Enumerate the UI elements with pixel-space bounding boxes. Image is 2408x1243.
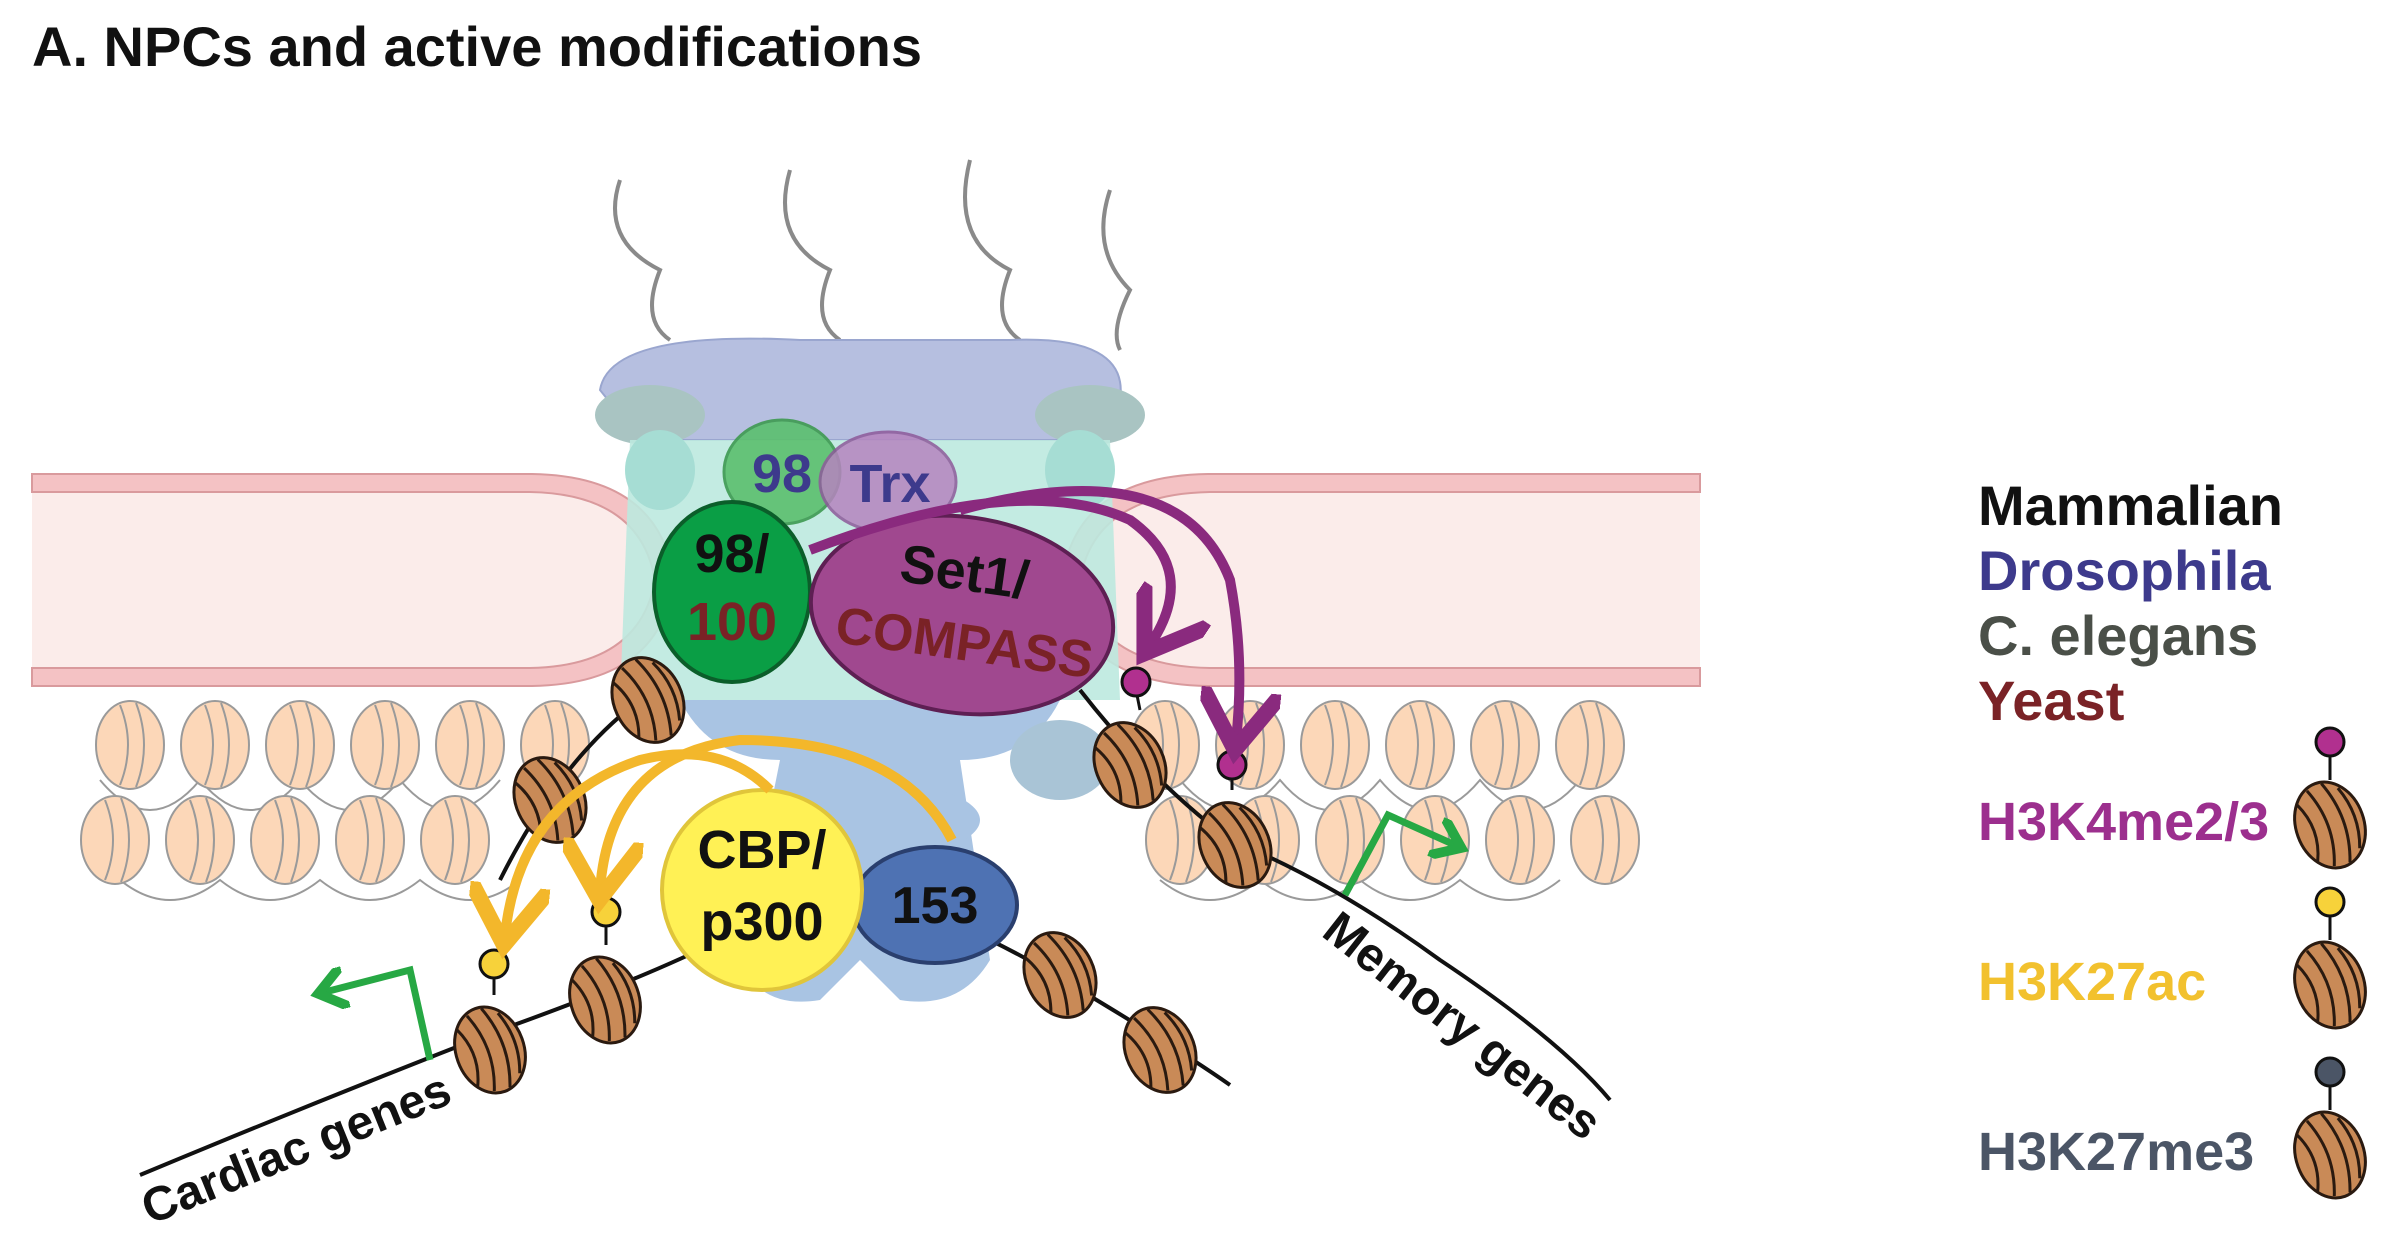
nup153-label: 153 [892,877,979,935]
legend-mammalian: Mammalian [1978,474,2283,537]
memory-tss-arrow [1341,810,1455,897]
nup100-label: 100 [687,592,777,652]
h3k27ac-deposition-arrows [505,734,957,935]
nup153-complex: 153 [851,845,1019,965]
legend-c-elegans: C. elegans [1978,604,2258,667]
legend: Mammalian Drosophila C. elegans Yeast H3… [1978,474,2379,1210]
nup98-100-complex: 98/ 100 [652,500,812,684]
nup98-label: 98/ [694,524,769,584]
h3k4me-deposition-arrows [808,486,1239,740]
figure-title: A. NPCs and active modifications [32,15,922,78]
nup98-top-label: 98 [752,444,812,504]
legend-h3k27ac: H3K27ac [1978,952,2206,1012]
heterochromatin-right [1130,700,1640,901]
legend-h3k27me3: H3K27me3 [1978,1122,2254,1182]
cbp-label: CBP/ [697,820,826,880]
legend-h3k27me3-icon [2281,1056,2379,1210]
set1-compass-complex: Set1/ COMPASS [808,513,1116,717]
cardiac-tss-arrow [325,965,434,1061]
nuclear-envelope-left [31,473,676,687]
memory-genes-label: Memory genes [1313,902,1611,1151]
legend-h3k27ac-icon [2281,886,2379,1040]
p300-label: p300 [700,892,823,952]
cardiac-genes-label: Cardiac genes [134,1063,458,1235]
legend-h3k4me: H3K4me2/3 [1978,792,2269,852]
legend-drosophila: Drosophila [1978,539,2271,602]
legend-yeast: Yeast [1978,669,2124,732]
trx-complex: Trx [818,430,958,534]
nup98-drosophila: 98 [722,418,842,526]
heterochromatin-left [80,700,590,901]
legend-h3k4me-icon [2281,726,2379,880]
cbp-p300-complex: CBP/ p300 [660,788,864,992]
trx-label: Trx [849,454,930,514]
